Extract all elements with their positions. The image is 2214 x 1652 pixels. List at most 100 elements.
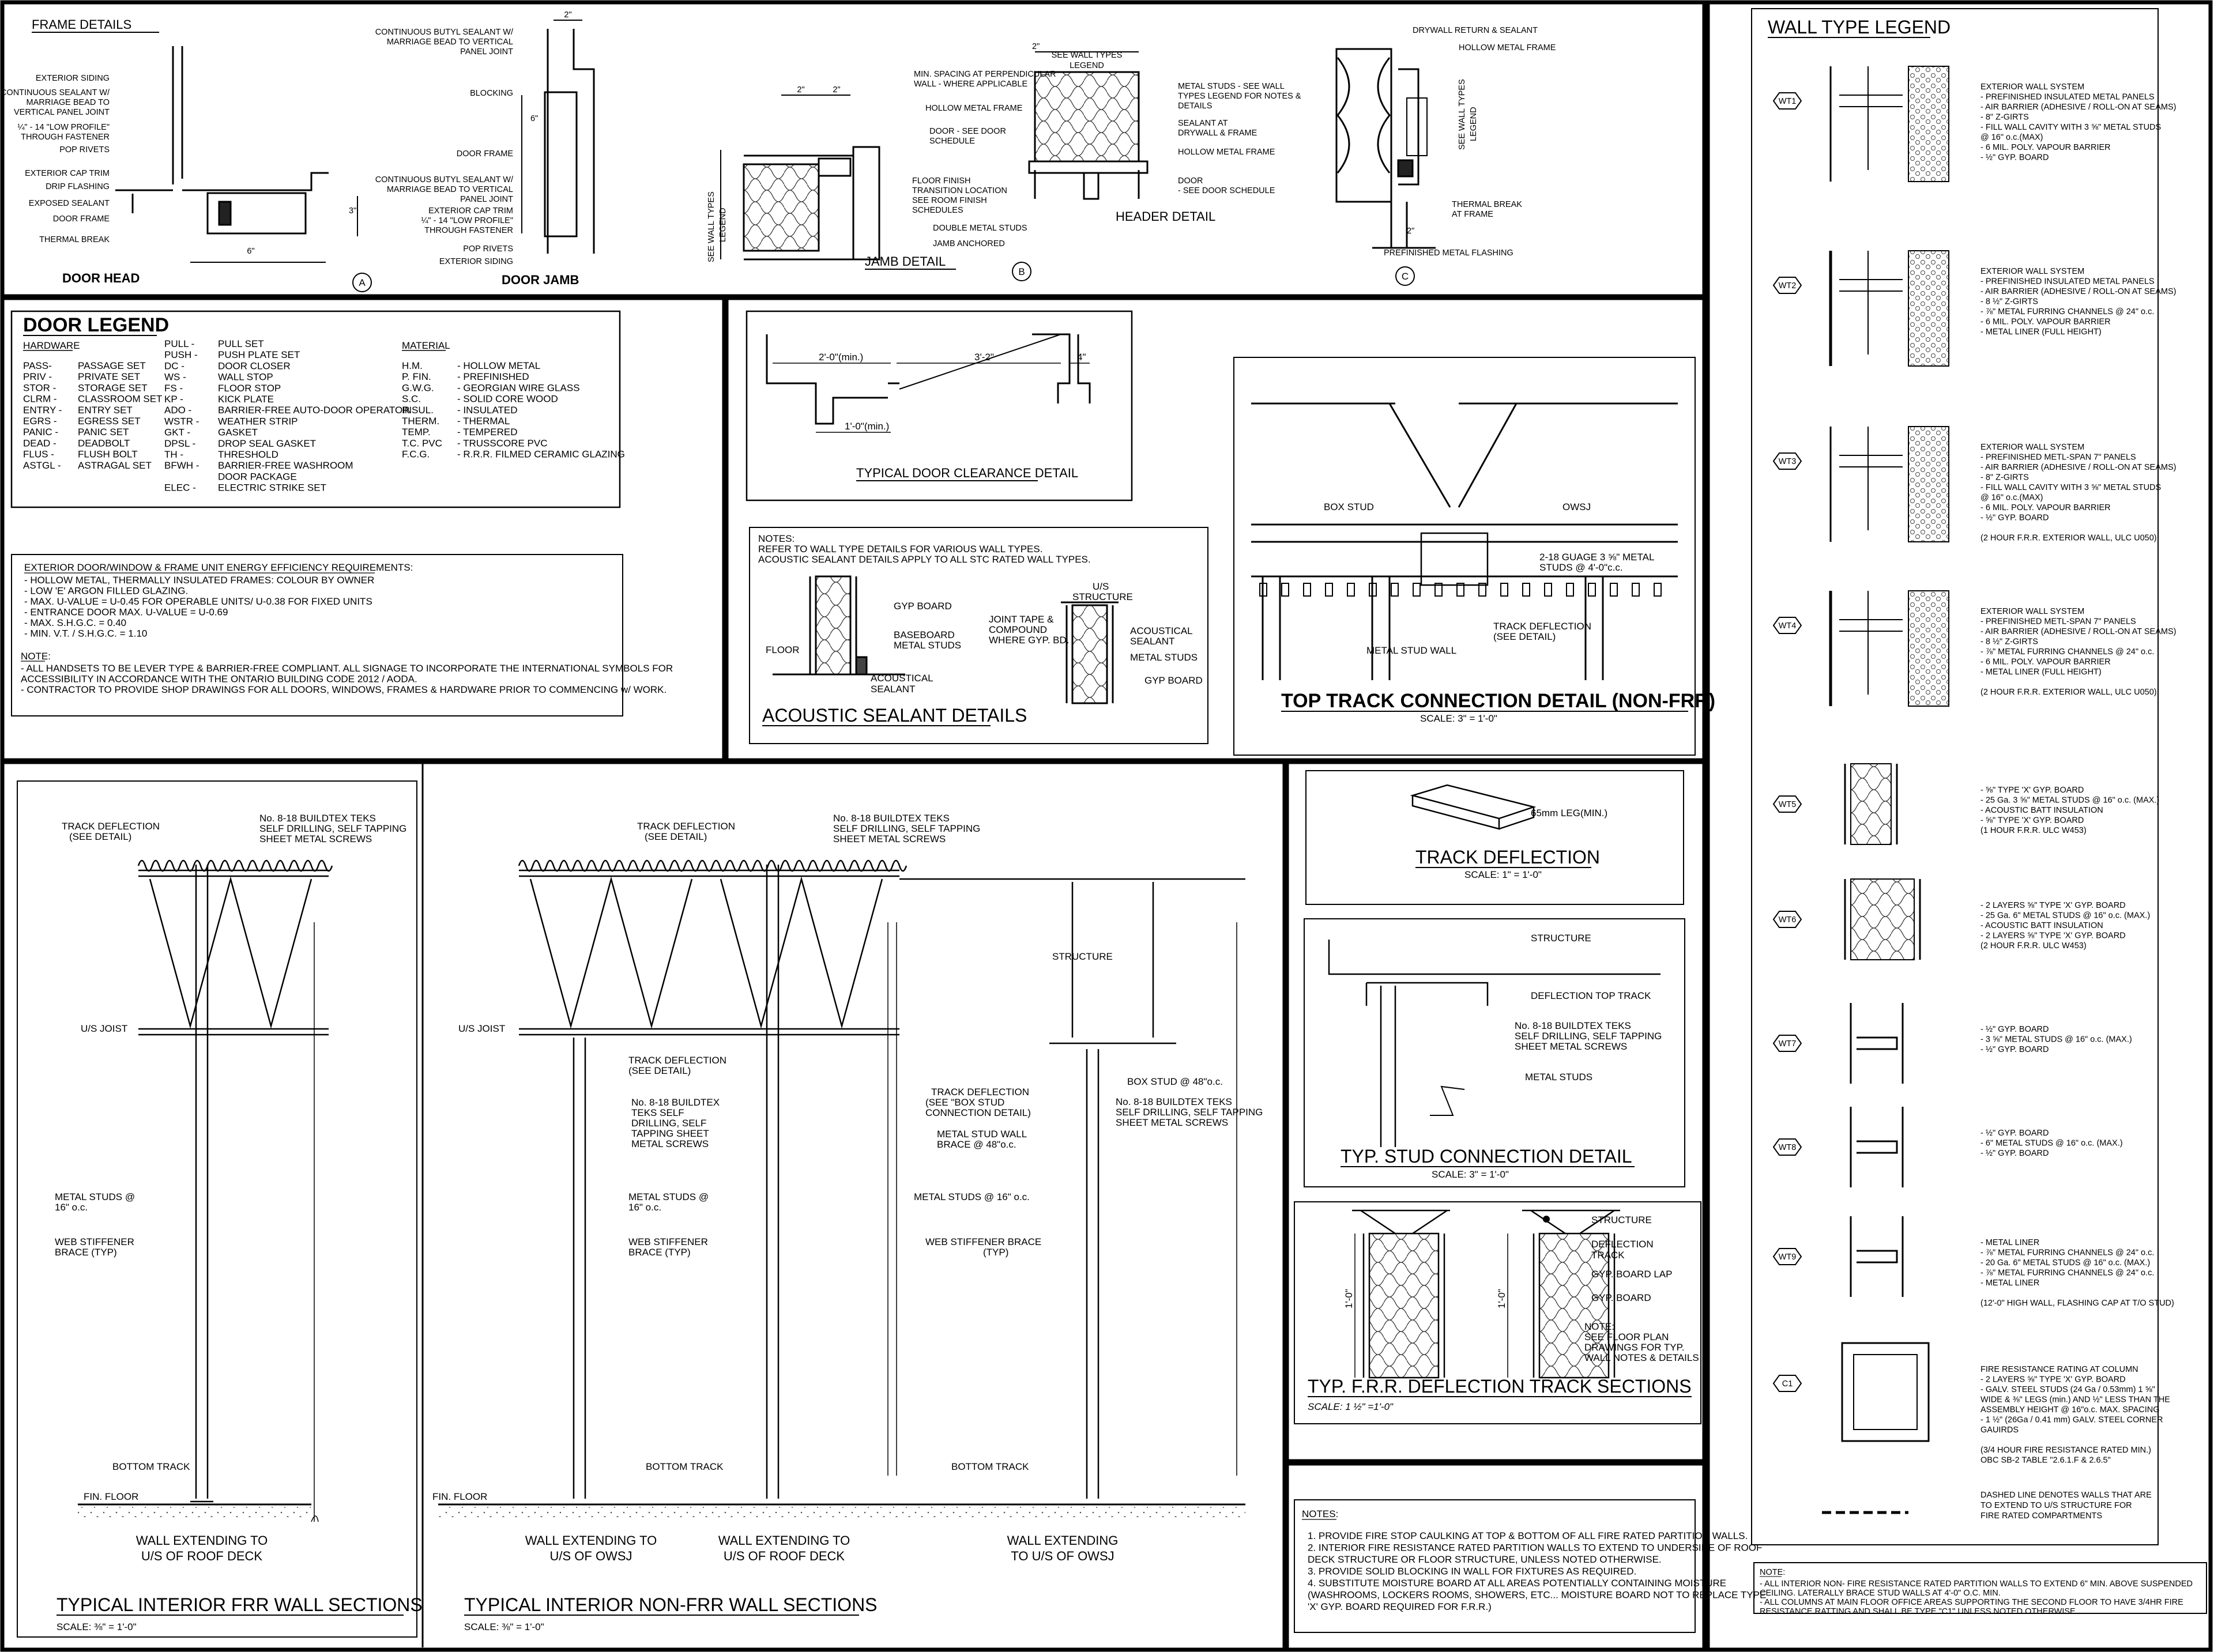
- svg-text:U/S OF ROOF DECK: U/S OF ROOF DECK: [141, 1549, 263, 1563]
- svg-text:2": 2": [833, 85, 840, 95]
- material-name: - R.R.R. FILMED CERAMIC GLAZING: [457, 449, 625, 460]
- frame-details: FRAME DETAILS EXTERIOR SIDING CONTINUOUS…: [1, 10, 1556, 292]
- svg-text:MARRIAGE BEAD TO VERTICAL: MARRIAGE BEAD TO VERTICAL: [387, 37, 513, 47]
- svg-text:SCALE: 1" = 1'-0": SCALE: 1" = 1'-0": [1464, 869, 1542, 880]
- wall-tag-hexagon: [1772, 277, 1802, 294]
- svg-text:LEGEND: LEGEND: [1469, 107, 1478, 141]
- svg-text:PANEL JOINT: PANEL JOINT: [460, 195, 513, 204]
- insulated-panel: [1908, 66, 1949, 182]
- energy-item: - MAX. U-VALUE = U-0.45 FOR OPERABLE UNI…: [24, 596, 372, 607]
- wall-type-line: (3/4 HOUR FIRE RESISTANCE RATED MIN.): [1980, 1446, 2151, 1455]
- hardware-name: ENTRY SET: [78, 405, 133, 416]
- svg-text:METAL STUD WALL: METAL STUD WALL: [937, 1129, 1027, 1140]
- svg-text:OWSJ: OWSJ: [1562, 501, 1591, 512]
- wall-type-line: (2 HOUR F.R.R. EXTERIOR WALL, ULC U050): [1980, 534, 2157, 543]
- wall-type-wt6: WT6- 2 LAYERS ⅝" TYPE 'X' GYP. BOARD- 25…: [1772, 878, 2150, 960]
- svg-text:SCALE: ⅜" = 1'-0": SCALE: ⅜" = 1'-0": [57, 1621, 137, 1632]
- wall-type-line: - 6 MIL. POLY. VAPOUR BARRIER: [1980, 318, 2111, 327]
- material-code: H.M.: [402, 360, 423, 371]
- svg-text:2'-0"(min.): 2'-0"(min.): [819, 352, 863, 363]
- material-name: - INSULATED: [457, 405, 518, 416]
- svg-text:METAL STUDS: METAL STUDS: [894, 640, 961, 651]
- wall-tag-label: WT7: [1779, 1039, 1797, 1048]
- wall-type-line: - ACOUSTIC BATT INSULATION: [1980, 806, 2103, 815]
- svg-text:No. 8-18 BUILDTEX TEKS: No. 8-18 BUILDTEX TEKS: [1116, 1096, 1232, 1107]
- svg-text:NOTE:: NOTE:: [1584, 1321, 1614, 1332]
- hardware-code: WSTR -: [164, 416, 199, 427]
- svg-text:DRYWALL RETURN & SEALANT: DRYWALL RETURN & SEALANT: [1413, 26, 1538, 35]
- svg-text:SEALANT AT: SEALANT AT: [1178, 119, 1228, 128]
- hardware-name: BARRIER-FREE AUTO-DOOR OPERATOR: [218, 405, 410, 416]
- svg-text:DOOR FRAME: DOOR FRAME: [457, 149, 514, 159]
- frr-deflection-track: 1'-0" 1'-0" STRUCTURE DEFLECTION TRACK G…: [1294, 1201, 1701, 1424]
- hardware-code: EGRS -: [23, 416, 57, 427]
- svg-text:THROUGH FASTENER: THROUGH FASTENER: [21, 133, 110, 142]
- svg-text:ACOUSTIC SEALANT DETAILS APPLY: ACOUSTIC SEALANT DETAILS APPLY TO ALL ST…: [758, 554, 1091, 565]
- material-code: F.C.G.: [402, 449, 430, 460]
- svg-text:EXTERIOR CAP TRIM: EXTERIOR CAP TRIM: [428, 206, 513, 216]
- nonfrr-sections-title: TYPICAL INTERIOR NON-FRR WALL SECTIONS: [464, 1594, 878, 1615]
- header-detail-title: HEADER DETAIL: [1116, 209, 1215, 224]
- svg-text:TRACK DEFLECTION: TRACK DEFLECTION: [628, 1055, 726, 1066]
- svg-text:BOTTOM TRACK: BOTTOM TRACK: [112, 1461, 190, 1472]
- svg-text:U/S JOIST: U/S JOIST: [458, 1023, 505, 1034]
- svg-text:AT FRAME: AT FRAME: [1452, 210, 1493, 219]
- material-code: G.W.G.: [402, 382, 434, 393]
- wall-type-line: - FILL WALL CAVITY WITH 3 ⅝" METAL STUDS: [1980, 483, 2161, 492]
- track-tooth: [1281, 583, 1289, 597]
- hardware-code: WS -: [164, 372, 186, 383]
- svg-text:2-18 GUAGE 3 ⅝" METAL: 2-18 GUAGE 3 ⅝" METAL: [1539, 552, 1654, 563]
- svg-text:THERMAL BREAK: THERMAL BREAK: [39, 235, 110, 244]
- hardware-code: ASTGL -: [23, 460, 61, 471]
- svg-text:GYP BOARD: GYP BOARD: [1144, 675, 1203, 686]
- hardware-name: PRIVATE SET: [78, 371, 140, 382]
- hardware-code: CLRM -: [23, 394, 57, 405]
- svg-text:BOX STUD @ 48"o.c.: BOX STUD @ 48"o.c.: [1127, 1076, 1223, 1087]
- wall-type-line: EXTERIOR WALL SYSTEM: [1980, 443, 2084, 452]
- track-tooth: [1391, 583, 1399, 597]
- svg-text:TAPPING SHEET: TAPPING SHEET: [631, 1128, 709, 1139]
- stud-section: [1850, 1003, 1904, 1084]
- svg-text:WALL - WHERE APPLICABLE: WALL - WHERE APPLICABLE: [914, 80, 1027, 89]
- wall-type-line: - ⅞" METAL FURRING CHANNELS @ 24" o.c.: [1980, 307, 2154, 316]
- svg-text:CONTINUOUS BUTYL SEALANT W/: CONTINUOUS BUTYL SEALANT W/: [375, 28, 514, 37]
- wall-type-wt8: WT8- ½" GYP. BOARD- 6" METAL STUDS @ 16"…: [1772, 1107, 2123, 1187]
- general-note: 'X' GYP. BOARD REQUIRED FOR F.R.R.): [1308, 1601, 1492, 1612]
- wall-type-wt9: WT9- METAL LINER- ⅞" METAL FURRING CHANN…: [1772, 1216, 2174, 1308]
- marker-c: C: [1402, 271, 1409, 282]
- acoustic-title: ACOUSTIC SEALANT DETAILS: [762, 705, 1027, 726]
- wall-type-line: - AIR BARRIER (ADHESIVE / ROLL-ON AT SEA…: [1980, 287, 2176, 296]
- wall-tag-hexagon: [1772, 617, 1802, 634]
- svg-text:STRUCTURE: STRUCTURE: [1072, 591, 1133, 602]
- material-code: S.C.: [402, 394, 421, 405]
- track-tooth: [1303, 583, 1311, 597]
- svg-text:(SEE "BOX STUD: (SEE "BOX STUD: [925, 1097, 1004, 1108]
- top-track-connection: BOX STUD OWSJ 2-18 GUAGE 3 ⅝" METAL STUD…: [1233, 357, 1715, 756]
- svg-text:WEB STIFFENER: WEB STIFFENER: [628, 1236, 708, 1247]
- hardware-code: DC -: [164, 360, 184, 371]
- svg-text:METAL SCREWS: METAL SCREWS: [631, 1138, 709, 1149]
- svg-text:DEFLECTION TOP TRACK: DEFLECTION TOP TRACK: [1531, 990, 1651, 1001]
- svg-text:HOLLOW METAL FRAME: HOLLOW METAL FRAME: [925, 104, 1023, 113]
- svg-text:METAL STUDS @: METAL STUDS @: [628, 1191, 709, 1202]
- wall-type-wt5: WT5- ⅝" TYPE 'X' GYP. BOARD- 25 Ga. 3 ⅝"…: [1772, 763, 2159, 845]
- svg-text:DOOR - SEE DOOR: DOOR - SEE DOOR: [929, 127, 1006, 136]
- wall-tag-label: WT1: [1779, 97, 1797, 106]
- svg-text:TEKS SELF: TEKS SELF: [631, 1107, 684, 1118]
- svg-text:WALL EXTENDING: WALL EXTENDING: [1007, 1533, 1119, 1548]
- wall-type-line: - PREFINISHED METL-SPAN 7" PANELS: [1980, 453, 2136, 462]
- c-detail-labels: DRYWALL RETURN & SEALANT HOLLOW METAL FR…: [1384, 26, 1556, 258]
- hardware-name: STORAGE SET: [78, 382, 148, 393]
- marker-a: A: [359, 277, 366, 288]
- track-tooth: [1259, 583, 1267, 597]
- track-tooth: [1413, 583, 1421, 597]
- wall-tag-hexagon: [1772, 1138, 1802, 1156]
- hardware-code: DEAD -: [23, 437, 57, 448]
- track-tooth: [1522, 583, 1530, 597]
- svg-text:BRACE (TYP): BRACE (TYP): [628, 1247, 691, 1258]
- wall-type-line: OBC SB-2 TABLE "2.6.1.F & 2.6.5": [1980, 1456, 2111, 1465]
- door-jamb-labels: CONTINUOUS BUTYL SEALANT W/ MARRIAGE BEA…: [375, 10, 572, 266]
